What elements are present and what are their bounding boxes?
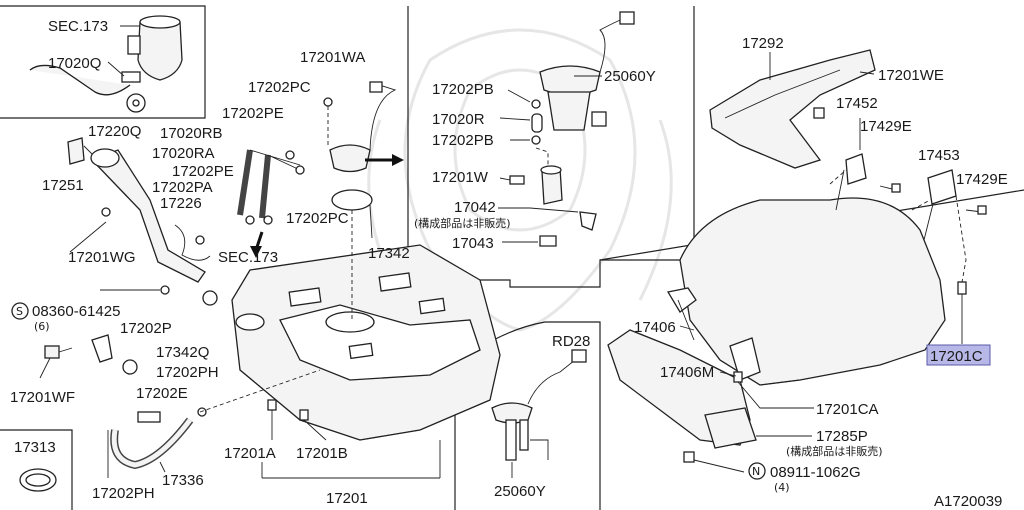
label-17429e-top: 17429E bbox=[860, 118, 912, 135]
label-17292: 17292 bbox=[742, 35, 784, 52]
label-17201wf: 17201WF bbox=[10, 389, 75, 406]
label-n-symbol: N bbox=[752, 465, 760, 478]
inset-canister bbox=[29, 15, 183, 113]
label-17202p: 17202P bbox=[120, 320, 172, 337]
label-17042: 17042 bbox=[454, 199, 496, 216]
hose-17336 bbox=[107, 407, 207, 478]
label-17406m: 17406M bbox=[660, 364, 714, 381]
label-s-symbol: S bbox=[16, 305, 23, 318]
label-17220q: 17220Q bbox=[88, 123, 141, 140]
rd28-sender bbox=[491, 349, 587, 478]
label-17201c[interactable]: 17201C bbox=[930, 348, 983, 365]
cap-17342q bbox=[202, 290, 218, 306]
label-17251: 17251 bbox=[42, 177, 84, 194]
label-08911-1062g: 08911-1062G bbox=[770, 464, 861, 481]
label-17406: 17406 bbox=[634, 319, 676, 336]
label-not-sold-pump: (構成部品は非販売) bbox=[414, 216, 511, 230]
tank-right bbox=[679, 169, 946, 386]
label-17285p: 17285P bbox=[816, 428, 868, 445]
brackets-right bbox=[829, 118, 987, 344]
label-17202pc-top: 17202PC bbox=[248, 79, 311, 96]
tank-bolts bbox=[199, 369, 441, 479]
label-17043: 17043 bbox=[452, 235, 494, 252]
protector-17285p bbox=[607, 287, 814, 473]
label-qty-4: (4) bbox=[774, 481, 790, 494]
label-17201w: 17201W bbox=[432, 169, 489, 186]
label-25060y-rd28: 25060Y bbox=[494, 483, 546, 500]
filler-neck bbox=[67, 137, 211, 295]
label-17342q: 17342Q bbox=[156, 344, 209, 361]
s-symbol-circle bbox=[11, 302, 29, 320]
label-17201b: 17201B bbox=[296, 445, 348, 462]
label-17202pe-mid: 17202PE bbox=[172, 163, 234, 180]
label-17202ph-left: 17202PH bbox=[92, 485, 155, 502]
label-qty-6: (6) bbox=[34, 320, 50, 333]
diagram-id: A1720039 bbox=[934, 493, 1002, 510]
label-17202pb-top: 17202PB bbox=[432, 81, 494, 98]
label-17020rb: 17020RB bbox=[160, 125, 223, 142]
label-17202e: 17202E bbox=[136, 385, 188, 402]
label-17452: 17452 bbox=[836, 95, 878, 112]
label-17202ph-mid: 17202PH bbox=[156, 364, 219, 381]
label-17201: 17201 bbox=[326, 490, 368, 507]
pump-inset bbox=[498, 11, 635, 247]
label-17201wa: 17201WA bbox=[300, 49, 365, 66]
label-25060y-inset: 25060Y bbox=[604, 68, 656, 85]
fuel-tank bbox=[231, 244, 501, 441]
label-sec173-top: SEC.173 bbox=[48, 18, 108, 35]
fuel-lines bbox=[237, 81, 397, 225]
label-17202pe-top: 17202PE bbox=[222, 105, 284, 122]
label-17201a: 17201A bbox=[224, 445, 276, 462]
label-17336: 17336 bbox=[162, 472, 204, 489]
label-17342: 17342 bbox=[368, 245, 410, 262]
label-17453: 17453 bbox=[918, 147, 960, 164]
n-symbol-circle bbox=[748, 462, 766, 480]
heat-shield-17292 bbox=[709, 49, 876, 169]
label-sec173-mid: SEC.173 bbox=[218, 249, 278, 266]
label-17020q: 17020Q bbox=[48, 55, 101, 72]
label-not-sold-protector: (構成部品は非販売) bbox=[786, 444, 883, 458]
label-17020ra: 17020RA bbox=[152, 145, 215, 162]
label-17429e-mid: 17429E bbox=[956, 171, 1008, 188]
label-17202pc-mid: 17202PC bbox=[286, 210, 349, 227]
bolt-17201wf bbox=[39, 334, 138, 379]
label-17201wg: 17201WG bbox=[68, 249, 136, 266]
label-17313: 17313 bbox=[14, 439, 56, 456]
label-17020r: 17020R bbox=[432, 111, 485, 128]
label-08360-61425: 08360-61425 bbox=[32, 303, 120, 320]
label-17201ca: 17201CA bbox=[816, 401, 879, 418]
gasket-17342 bbox=[331, 189, 373, 211]
label-17226: 17226 bbox=[160, 195, 202, 212]
label-17202pa: 17202PA bbox=[152, 179, 213, 196]
label-17201we: 17201WE bbox=[878, 67, 944, 84]
label-rd28: RD28 bbox=[552, 333, 590, 350]
label-17202pb-mid: 17202PB bbox=[432, 132, 494, 149]
highlight-17201c bbox=[926, 344, 991, 366]
